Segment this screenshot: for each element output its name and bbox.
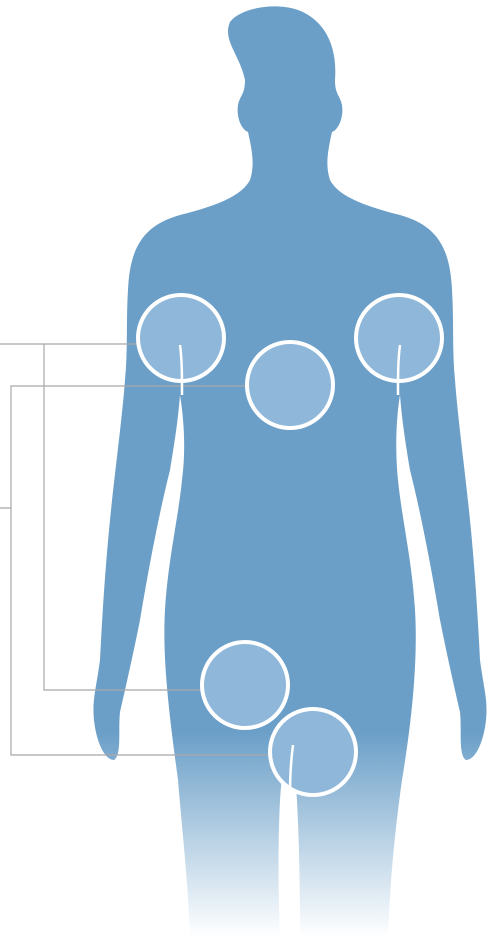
hip-marker [270, 709, 356, 795]
body-silhouette-icon [93, 6, 486, 937]
lower-abdomen-marker [202, 642, 288, 728]
chest-center-marker [247, 342, 333, 428]
